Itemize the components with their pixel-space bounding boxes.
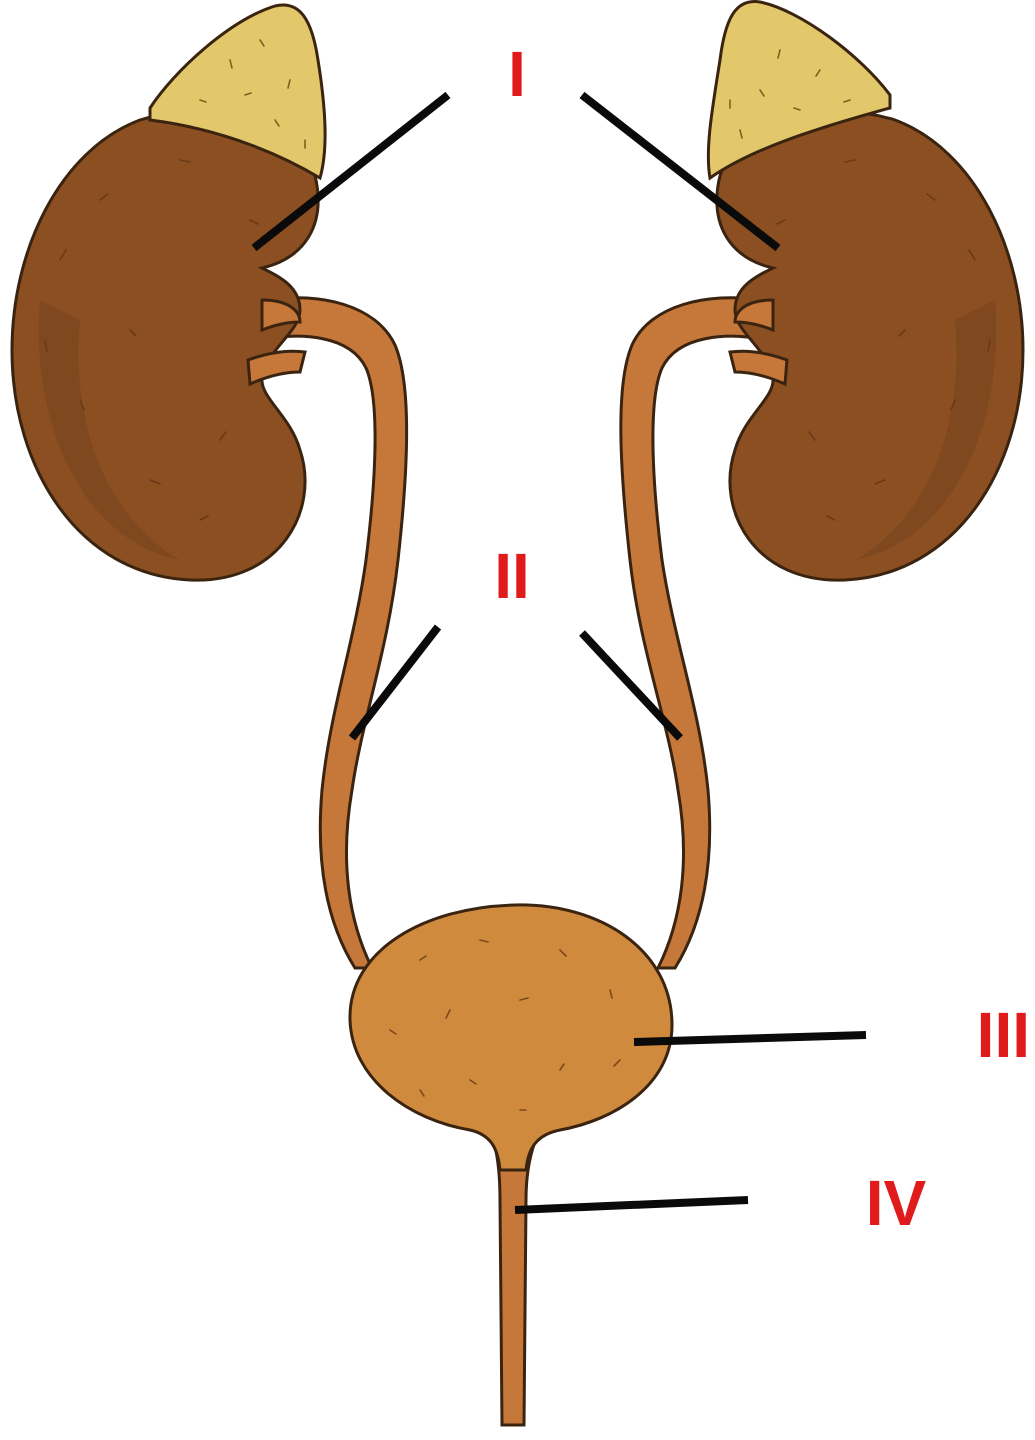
leader-line-urethra bbox=[515, 1200, 748, 1210]
left-kidney bbox=[12, 112, 318, 580]
label-kidney: I bbox=[508, 38, 526, 110]
label-urethra: IV bbox=[866, 1167, 927, 1239]
right-kidney bbox=[717, 112, 1023, 580]
label-ureter: II bbox=[494, 540, 530, 612]
urethra bbox=[490, 1130, 540, 1425]
right-ureter bbox=[621, 298, 766, 968]
left-ureter bbox=[262, 298, 407, 968]
label-bladder: III bbox=[977, 999, 1030, 1071]
bladder bbox=[350, 905, 672, 1170]
